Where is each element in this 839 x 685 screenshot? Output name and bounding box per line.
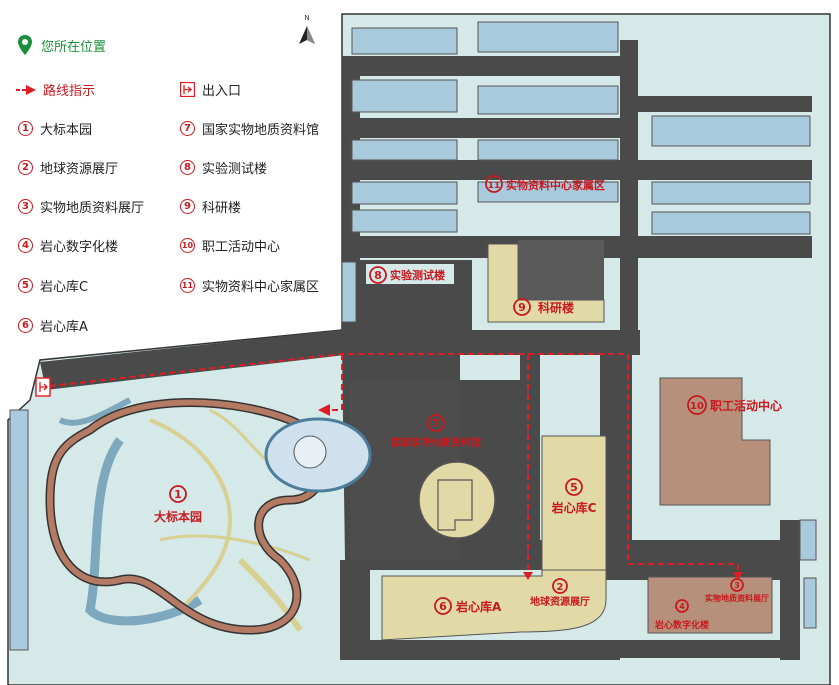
building-5-core-c [541,435,607,575]
legend-number: 6 [18,318,33,333]
legend-entrance: 出入口 [180,80,241,99]
svg-text:6: 6 [439,600,447,613]
map-label-11-text: 实物资料中心家属区 [506,178,605,192]
legend-number: 8 [180,160,195,175]
legend-item-label: 岩心库C [40,280,89,295]
map-label-10-text: 职工活动中心 [710,398,782,413]
map-label-5-text: 岩心库C [551,500,597,515]
legend-number: 7 [180,121,195,136]
building-7-national-archive [418,461,496,539]
map-label-9: 9 科研楼 [513,298,574,316]
legend-number: 1 [18,121,33,136]
legend-item-label: 实物资料中心家属区 [202,280,320,295]
location-pin-icon [18,35,32,55]
svg-text:4: 4 [679,602,685,611]
svg-text:11: 11 [488,181,501,191]
map-label-8: 8 实验测试楼 [366,264,454,284]
map-label-4-text: 岩心数字化楼 [654,619,709,631]
legend-item-label: 地球资源展厅 [40,162,119,177]
map-label-8-text: 实验测试楼 [390,268,445,282]
legend-you-are-here: 您所在位置 [18,35,106,55]
legend-you-are-here-label: 您所在位置 [41,39,107,55]
residential-buildings [9,21,817,651]
svg-text:9: 9 [518,301,526,314]
compass-label: N [304,14,309,22]
route-arrow-icon [16,84,36,95]
legend-item-8: 8 实验测试楼 [180,158,267,177]
legend-item-9: 9 科研楼 [180,197,241,216]
legend-entrance-label: 出入口 [202,84,242,99]
legend-item-label: 科研楼 [202,201,242,216]
legend-item-label: 国家实物地质资料馆 [202,123,320,138]
svg-text:2: 2 [557,582,564,593]
legend-item-2: 2 地球资源展厅 [18,158,118,177]
legend-item-label: 职工活动中心 [202,240,281,255]
legend-item-4: 4 岩心数字化楼 [18,236,118,255]
map-label-3-text: 实物地质资料展厅 [705,593,769,603]
map-label-1-text: 大标本园 [154,509,202,524]
map-label-6-text: 岩心库A [455,599,502,614]
svg-text:3: 3 [734,581,740,590]
legend-item-3: 3 实物地质资料展厅 [18,197,144,216]
legend-item-10: 10 职工活动中心 [180,236,280,255]
legend-route-label: 路线指示 [43,84,96,99]
legend-number: 5 [18,278,33,293]
legend-item-label: 实物地质资料展厅 [40,201,145,216]
legend-route: 路线指示 [16,80,95,99]
map-label-7-text: 国家实物地质资料馆 [391,436,481,449]
legend-item-5: 5 岩心库C [18,276,88,295]
map-label-10: 10 职工活动中心 [687,395,782,415]
entrance-icon [180,82,195,97]
specimen-garden [40,395,372,660]
legend-number: 9 [180,199,195,214]
building-6-core-a [381,569,607,641]
map-label-3: 3 实物地质资料展厅 [705,578,769,603]
route-arrow-west [318,404,330,416]
map-label-7: 7 国家实物地质资料馆 [391,414,481,449]
map-label-2-text: 地球资源展厅 [530,595,590,608]
map-label-1: 1 大标本园 [154,485,202,524]
svg-text:8: 8 [374,269,382,282]
compass-icon [299,26,315,44]
svg-text:10: 10 [690,401,704,412]
legend-number: 11 [180,278,195,293]
map-label-4: 4 岩心数字化楼 [654,599,709,631]
map-label-9-text: 科研楼 [538,300,574,315]
legend-number: 10 [180,238,195,253]
legend-item-6: 6 岩心库A [18,316,88,335]
map-label-5: 5 岩心库C [551,478,597,515]
route-line [49,353,739,575]
legend-item-11: 11 实物资料中心家属区 [180,276,319,295]
svg-text:1: 1 [174,488,182,501]
legend-item-label: 实验测试楼 [202,162,268,177]
map-label-6: 6 岩心库A [434,597,502,615]
legend-item-label: 岩心库A [40,320,88,335]
legend-item-label: 大标本园 [40,123,93,138]
legend-item-label: 岩心数字化楼 [40,240,119,255]
svg-text:5: 5 [570,481,578,494]
map-label-2: 2 地球资源展厅 [530,578,590,608]
legend-number: 4 [18,238,33,253]
map-label-11: 11 实物资料中心家属区 [485,175,605,193]
building-4-core-digital [647,576,773,634]
legend-number: 3 [18,199,33,214]
legend-number: 2 [18,160,33,175]
svg-text:7: 7 [432,417,440,430]
building-10-staff-center [659,377,771,506]
route-arrow-south-1 [523,572,533,580]
route-arrow-south-2 [733,572,743,580]
legend-item-1: 1 大标本园 [18,119,92,138]
legend-item-7: 7 国家实物地质资料馆 [180,119,319,138]
